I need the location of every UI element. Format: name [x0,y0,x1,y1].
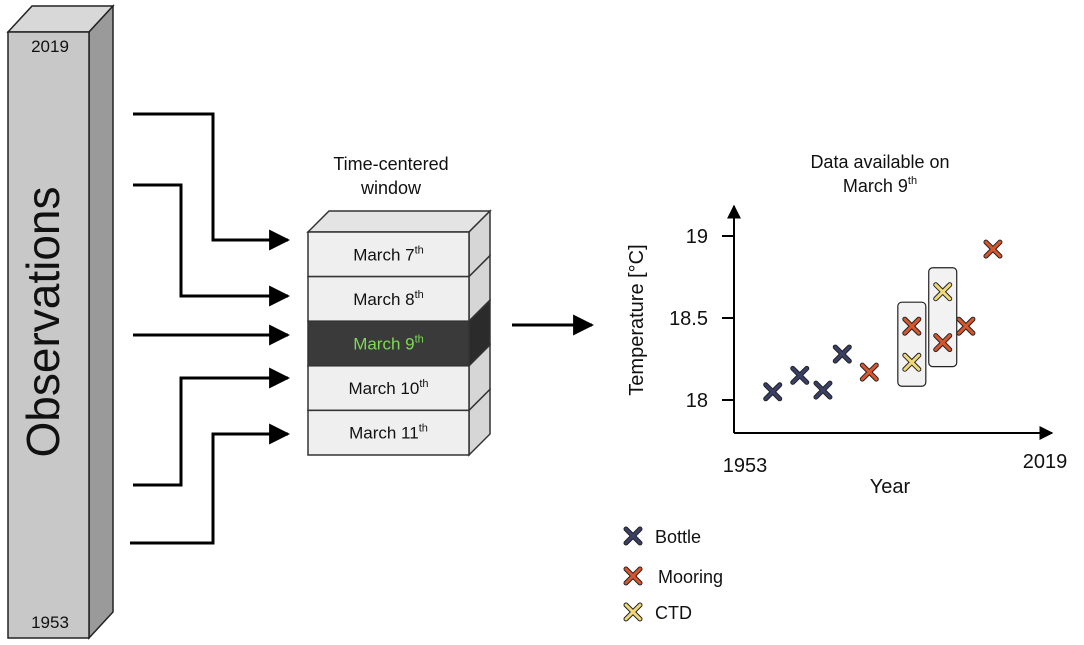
column-side-face [88,4,114,640]
day-suffix: th [419,423,428,435]
window-row-label-march-7: March 7th [353,244,424,264]
day-suffix: th [415,289,424,301]
point-ctd [902,352,922,372]
column-front-face [7,31,90,639]
window-row-label-march-11: March 11th [349,423,428,443]
day-suffix: th [415,334,424,346]
point-mooring [956,316,976,336]
day-name: March 10 [348,379,419,398]
column-label: Observations [17,186,69,457]
column-bottom-year: 1953 [31,613,69,632]
chart-title-line2: March 9th [843,175,917,196]
column-top-year: 2019 [31,37,69,56]
observations-column: 2019 1953 Observations [6,4,115,640]
point-mooring [983,239,1003,259]
day-name: March 7 [353,245,414,264]
x-tick-label-end: 2019 [1023,451,1068,473]
x-tick-label-start: 1953 [723,455,768,477]
data-points [763,239,1003,402]
group-box [928,267,958,368]
point-bottle [813,380,833,400]
y-tick-label: 19 [686,226,708,248]
legend-label-mooring: Mooring [658,567,723,587]
x-axis-label: Year [870,476,911,498]
y-tick-label: 18 [686,390,708,412]
point-ctd [933,282,953,302]
window-row-march-9 [307,320,470,367]
legend-label-ctd: CTD [655,603,692,623]
chart-title-line1: Data available on [810,152,949,172]
y-tick-label: 18.5 [669,308,708,330]
point-mooring [933,333,953,353]
legend-marker-ctd [623,602,643,622]
window-row-march-8 [307,275,470,322]
measurement-groups [897,267,958,387]
window-row-label-march-8: March 8th [353,289,424,309]
chart-axes [727,204,1054,440]
day-suffix: th [419,378,428,390]
point-mooring [902,316,922,336]
day-name: March 9 [353,335,414,354]
arrow-to-march-11 [130,423,291,545]
arrow-to-march-7 [133,112,291,251]
chart-title-line2-sup: th [908,175,917,187]
window-top-face [306,210,492,233]
chart-title-line2-text: March 9 [843,176,908,196]
point-bottle [763,382,783,402]
day-name: March 11 [349,424,419,443]
window-title-line2: window [360,178,422,198]
y-ticks: 18 18.5 19 [669,226,734,412]
window-row-march-7 [307,231,470,278]
window-row-label-march-9: March 9th [353,334,424,354]
window-row-march-11 [307,409,470,456]
point-bottle [832,344,852,364]
point-bottle [790,365,810,385]
arrow-to-march-8 [133,183,291,307]
window-title-line1: Time-centered [333,154,448,174]
legend-marker-mooring [623,566,643,586]
arrow-to-march-10 [133,367,291,487]
y-axis-label: Temperature [°C] [626,244,648,395]
point-mooring [859,362,879,382]
day-suffix: th [415,244,424,256]
legend-marker-bottle [623,526,643,546]
legend-label-bottle: Bottle [655,527,701,547]
group-box [897,301,927,387]
day-name: March 8 [353,290,414,309]
connector-arrows [130,112,595,545]
window-row-label-march-10: March 10th [348,378,428,398]
